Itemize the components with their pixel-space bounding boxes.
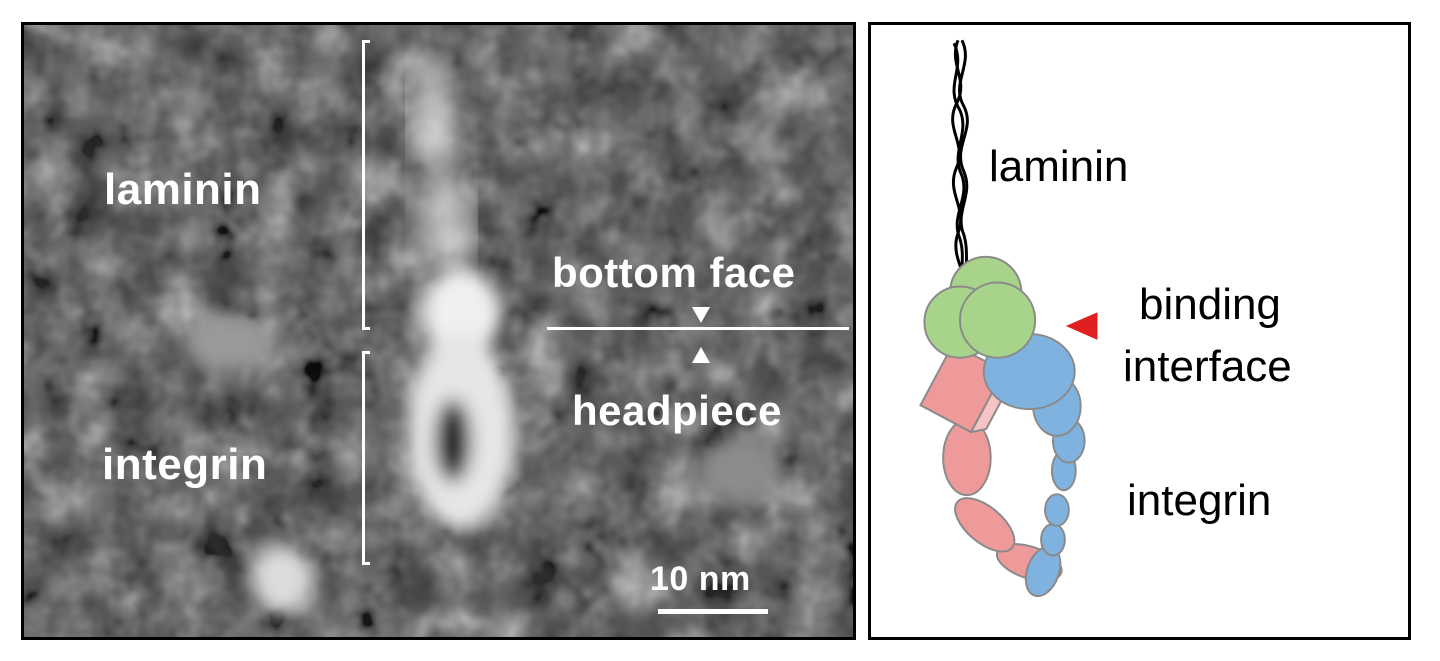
laminin-bracket [362,40,370,330]
laminin-strands [951,39,974,295]
schematic-panel: laminin binding interface integrin [868,22,1411,640]
micrograph-panel: laminin integrin bottom face headpiece 1… [21,22,856,640]
binding-interface-arrow-icon [1065,312,1098,340]
scale-bar-label: 10 nm [650,560,751,598]
integrin-beta-subunit [982,332,1086,598]
interface-label: interface [1123,342,1292,391]
schematic-drawing [919,39,1098,598]
schematic-laminin-label: laminin [989,142,1129,191]
integrin-bracket [362,351,370,565]
laminin-label: laminin [104,165,262,214]
schematic-integrin-label: integrin [1127,476,1272,525]
headpiece-label: headpiece [572,387,782,434]
micrograph-image [24,25,853,637]
interface-line [547,327,849,330]
binding-label: binding [1139,280,1281,329]
scale-bar [658,609,768,614]
arrow-up-icon [692,347,710,363]
bottom-face-label: bottom face [552,249,796,296]
integrin-label: integrin [102,440,268,489]
arrow-down-icon [692,307,710,323]
laminin-domains [923,255,1037,359]
